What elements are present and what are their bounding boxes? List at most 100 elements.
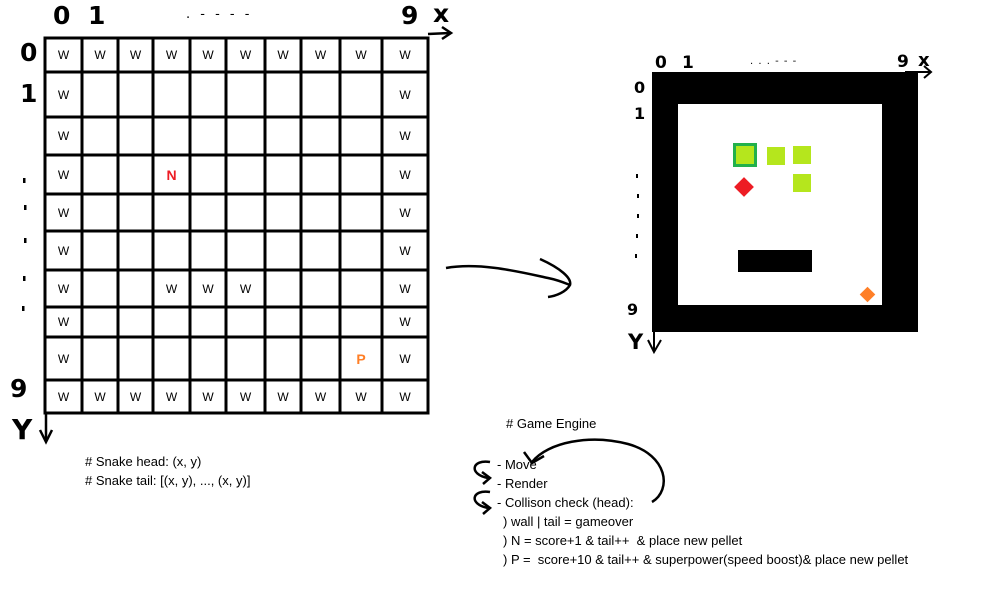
wall-cell: W — [94, 389, 106, 404]
empty-cell — [82, 194, 118, 231]
engine-rule-food: ) N = score+1 & tail++ & place new pelle… — [503, 533, 743, 548]
empty-cell — [153, 117, 190, 155]
ellipsis-dot — [637, 214, 639, 218]
ellipsis-dot — [635, 254, 637, 258]
empty-cell — [153, 231, 190, 270]
empty-cell — [265, 72, 301, 117]
empty-cell — [301, 270, 340, 307]
empty-cell — [301, 337, 340, 380]
empty-cell — [226, 72, 265, 117]
empty-cell — [301, 117, 340, 155]
wall-cell: W — [355, 48, 367, 62]
wall-cell: W — [314, 48, 327, 62]
food-pellet-cell: N — [166, 166, 177, 183]
empty-cell — [82, 270, 118, 307]
snake-tail-note: # Snake tail: [(x, y), ..., (x, y)] — [85, 473, 251, 488]
ellipsis-dot — [23, 178, 26, 183]
empty-cell — [226, 337, 265, 380]
grid-y-tick-9: 9 — [10, 374, 28, 403]
wall-cell: W — [399, 87, 411, 102]
render-y-axis-label: Y — [628, 330, 644, 354]
render-floor — [678, 104, 882, 305]
wall-cell: W — [57, 48, 70, 62]
empty-cell — [265, 270, 301, 307]
empty-cell — [190, 337, 226, 380]
wall-cell: W — [202, 281, 214, 296]
wall-cell: W — [57, 205, 70, 220]
engine-step-collision: - Collison check (head): — [497, 495, 634, 510]
empty-cell — [340, 72, 382, 117]
wall-cell: W — [165, 281, 178, 296]
grid-x-tick-0: 0 — [53, 1, 71, 30]
wall-cell: W — [57, 129, 70, 143]
grid-x-ellipsis: . - - - - — [186, 7, 253, 22]
wall-cell: W — [165, 48, 178, 62]
empty-cell — [340, 307, 382, 337]
grid-lines — [43, 36, 430, 415]
wall-cell: W — [239, 389, 252, 404]
empty-cell — [82, 117, 118, 155]
snake-head-note: # Snake head: (x, y) — [85, 454, 202, 469]
engine-rule-wall: ) wall | tail = gameover — [503, 514, 634, 529]
empty-cell — [118, 337, 153, 380]
loop-arrowhead-icon — [481, 471, 492, 485]
ellipsis-dot — [24, 205, 27, 210]
empty-cell — [265, 117, 301, 155]
loop-arrow-render-to-collision — [473, 490, 491, 510]
transform-arrowhead-icon — [539, 257, 572, 299]
wall-cell: W — [129, 389, 142, 404]
empty-cell — [340, 270, 382, 307]
render-inner-wall — [738, 250, 812, 272]
engine-step-move: - Move — [497, 457, 537, 472]
wall-cell: W — [57, 389, 70, 404]
wall-cell: W — [399, 129, 411, 143]
ellipsis-dot — [22, 306, 25, 311]
empty-cell — [118, 270, 153, 307]
empty-cell — [301, 194, 340, 231]
wall-cell: W — [165, 389, 178, 404]
grid-y-tick-1: 1 — [20, 79, 38, 108]
grid-x-tick-1: 1 — [88, 1, 106, 30]
grid-y-tick-0: 0 — [20, 38, 38, 67]
wall-cell: W — [239, 281, 252, 296]
wall-cell: W — [399, 389, 411, 404]
ellipsis-dot — [23, 276, 26, 281]
empty-cell — [153, 194, 190, 231]
empty-cell — [301, 307, 340, 337]
wall-cell: W — [277, 389, 289, 404]
render-y-tick-1: 1 — [634, 104, 646, 123]
empty-cell — [82, 72, 118, 117]
wall-cell: W — [57, 87, 70, 102]
empty-cell — [340, 194, 382, 231]
wall-cell: W — [355, 389, 367, 404]
empty-cell — [265, 194, 301, 231]
grid-y-axis-label: Y — [12, 413, 33, 446]
wall-cell: W — [239, 48, 252, 62]
loop-arrow-collision-to-move — [531, 438, 665, 504]
empty-cell — [118, 117, 153, 155]
wall-cell: W — [399, 205, 411, 220]
wall-cell: W — [399, 167, 411, 182]
empty-cell — [265, 307, 301, 337]
empty-cell — [340, 155, 382, 194]
render-x-tick-1: 1 — [682, 53, 694, 73]
empty-cell — [190, 231, 226, 270]
wall-cell: W — [94, 48, 106, 62]
empty-cell — [82, 307, 118, 337]
power-pellet-cell: P — [356, 350, 366, 367]
empty-cell — [265, 155, 301, 194]
render-x-axis-arrowhead-icon — [923, 65, 933, 79]
empty-cell — [301, 155, 340, 194]
grid-x-axis-arrow-line — [427, 31, 451, 36]
empty-cell — [301, 231, 340, 270]
wall-cell: W — [314, 389, 327, 404]
engine-title: # Game Engine — [506, 416, 597, 431]
wall-cell: W — [57, 167, 70, 182]
empty-cell — [153, 337, 190, 380]
wall-cell: W — [277, 48, 289, 62]
wall-cell: W — [399, 315, 411, 329]
grid-x-axis-label: x — [433, 0, 450, 28]
empty-cell — [118, 231, 153, 270]
empty-cell — [226, 307, 265, 337]
